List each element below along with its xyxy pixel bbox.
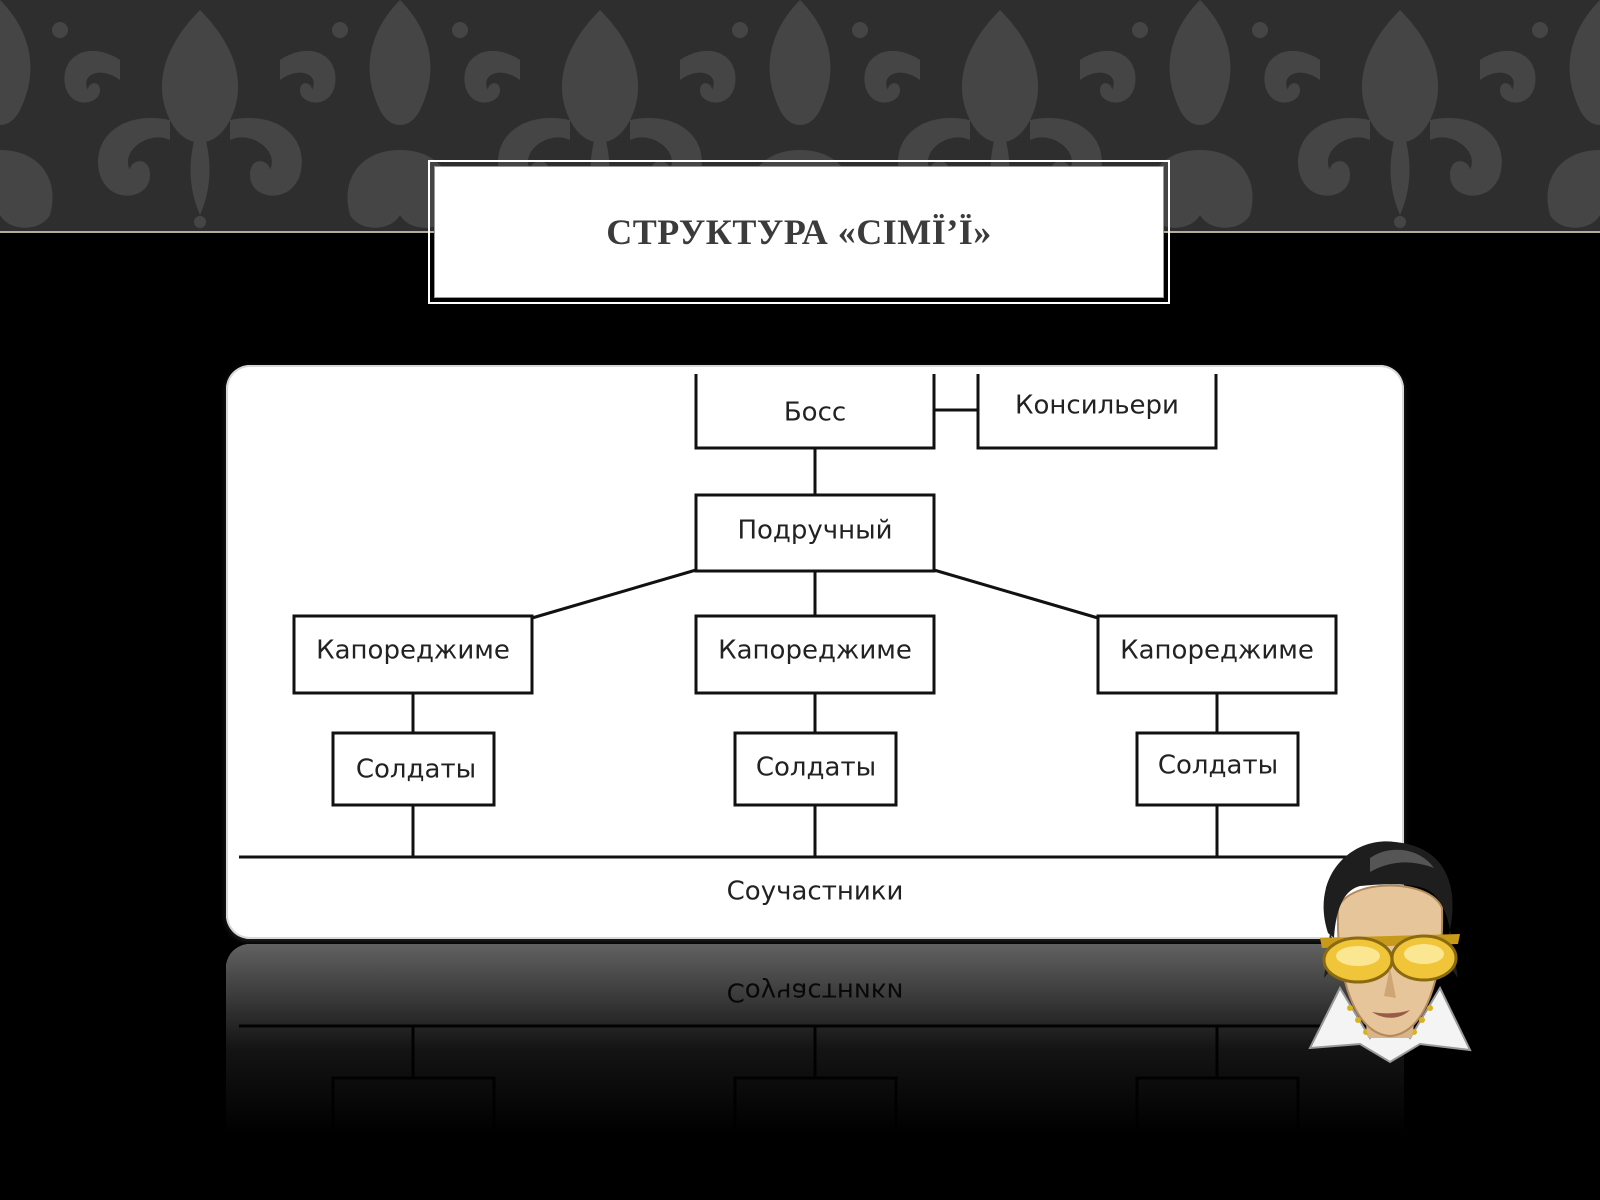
org-chart: Босс Консильери Подручный Капореджиме Ка…: [239, 374, 1391, 907]
node-underboss: Подручный: [737, 516, 892, 546]
soldiers-left-box: [331, 731, 496, 807]
node-soldiers-right: Солдаты: [1158, 751, 1278, 781]
node-capo-left: Капореджиме: [316, 636, 510, 666]
soldiers-right-box: [1135, 731, 1300, 807]
capo-left-box: [292, 614, 534, 695]
node-capo-center: Капореджиме: [718, 636, 912, 666]
node-boss: Босс: [784, 398, 846, 428]
capo-right-box: [1096, 614, 1338, 695]
title-box: СТРУКТУРА «СІМЇ’Ї»: [428, 160, 1170, 304]
reflection-fade: [226, 944, 1404, 1134]
node-capo-right: Капореджиме: [1120, 636, 1314, 666]
capo-center-box: [694, 614, 936, 695]
node-consigliere: Консильери: [1015, 391, 1179, 421]
underboss-box: [694, 493, 936, 573]
mascot-icon: [1308, 841, 1472, 1064]
org-chart-panel: Босс Консильери Подручный Капореджиме Ка…: [226, 365, 1404, 939]
edge-underboss-capo-right: [933, 568, 1099, 620]
node-soldiers-center: Солдаты: [756, 753, 876, 783]
edge-underboss-capo-left: [531, 568, 697, 620]
diagram-reflection: Соучастники: [226, 944, 1404, 1134]
slide-title: СТРУКТУРА «СІМЇ’Ї»: [606, 212, 992, 252]
node-soldiers-left: Солдаты: [356, 755, 476, 785]
boss-box: [694, 374, 936, 450]
soldiers-center-box: [733, 731, 898, 807]
node-associates: Соучастники: [727, 877, 904, 907]
consigliere-box: [976, 374, 1218, 450]
